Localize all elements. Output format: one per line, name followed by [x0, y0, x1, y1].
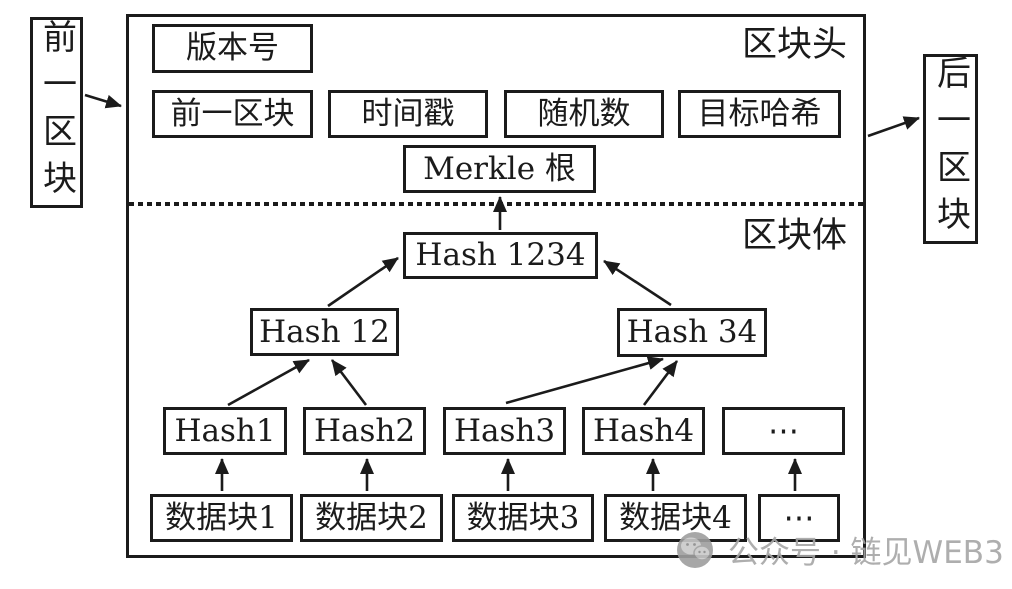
timestamp-field-box: 时间戳 [328, 90, 488, 138]
previous-block-box: 前一区块 [30, 17, 83, 208]
hash-2-box: Hash2 [303, 407, 426, 455]
merkle-root-box: Merkle 根 [403, 145, 596, 193]
data-block-1-box: 数据块1 [150, 494, 293, 542]
arrow-block-to-next [867, 116, 920, 138]
arrow-prev-to-block [84, 93, 122, 109]
prev-block-hash-field-box: 前一区块 [152, 90, 313, 138]
hash-ellipsis-box: ⋯ [722, 407, 845, 455]
hash-12-box: Hash 12 [250, 308, 399, 356]
next-block-box: 后一区块 [923, 54, 978, 244]
watermark-text: 公众号 · 链见WEB3 [728, 535, 1004, 571]
block-body-label: 区块体 [742, 216, 848, 256]
data-block-2-box: 数据块2 [300, 494, 443, 542]
watermark: 公众号 · 链见WEB3 [676, 527, 1004, 572]
target-hash-field-box: 目标哈希 [678, 90, 841, 138]
wechat-icon [677, 531, 713, 568]
nonce-field-box: 随机数 [504, 90, 664, 138]
block-outline [126, 14, 866, 558]
hash-4-box: Hash4 [582, 407, 705, 455]
data-block-ellipsis-box: ⋯ [758, 494, 840, 542]
hash-1234-box: Hash 1234 [403, 232, 598, 279]
hash-34-box: Hash 34 [617, 308, 767, 357]
block-header-label: 区块头 [742, 25, 848, 65]
hash-1-box: Hash1 [163, 407, 287, 455]
data-block-3-box: 数据块3 [452, 494, 594, 542]
hash-3-box: Hash3 [443, 407, 566, 455]
header-body-separator [129, 202, 863, 206]
version-field-box: 版本号 [152, 24, 313, 73]
data-block-4-box: 数据块4 [604, 494, 747, 542]
